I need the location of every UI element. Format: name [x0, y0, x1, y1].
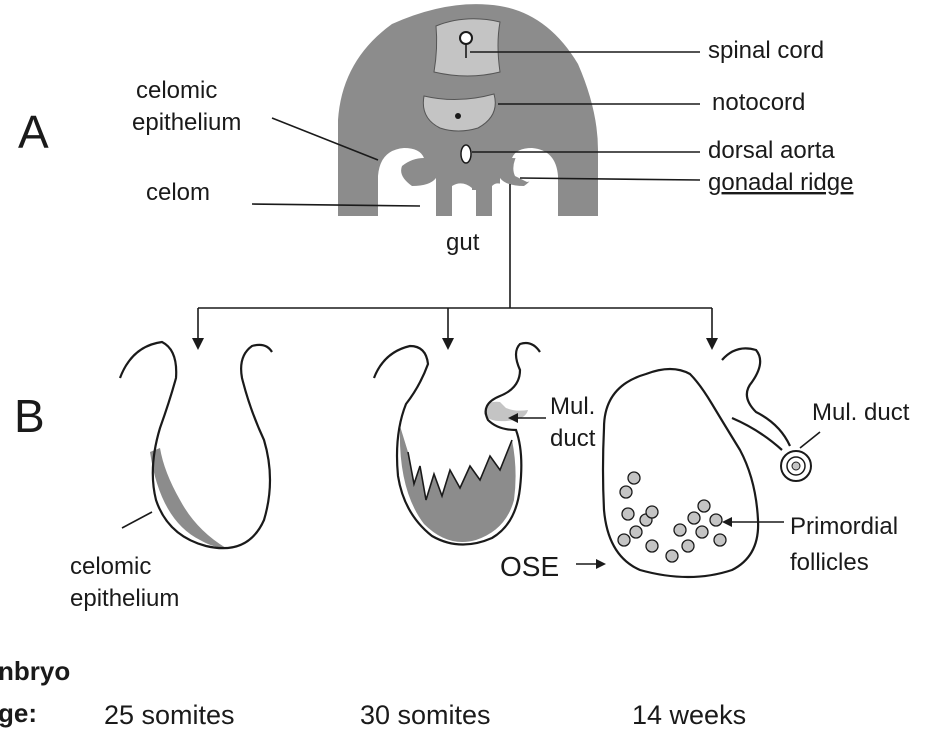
stage-label: ge: — [0, 698, 37, 728]
primordial-line1: Primordial — [790, 513, 898, 540]
mul-duct-1-line2: duct — [550, 425, 596, 452]
cross-section-drawing — [338, 4, 598, 216]
primordial-line2: follicles — [790, 549, 869, 576]
celomic-epithelium-b-leader — [122, 512, 152, 528]
embryo-label: nbryo — [0, 656, 70, 686]
stage-25-somites-label: 25 somites — [104, 700, 235, 730]
stage-14-weeks-label: 14 weeks — [632, 700, 746, 730]
stage-30-somites-label: 30 somites — [360, 700, 491, 730]
mul-duct-1-line1: Mul. — [550, 393, 595, 420]
celomic-epithelium-a-line2: epithelium — [132, 109, 241, 136]
celomic-epithelium-a-line1: celomic — [136, 77, 217, 104]
notocord-label: notocord — [712, 89, 805, 116]
gut-stalk — [452, 190, 476, 216]
panel-a-letter: A — [18, 106, 49, 158]
gut-label: gut — [446, 229, 480, 256]
celomic-epithelium-b-line2: epithelium — [70, 585, 179, 612]
mul-duct-2-leader — [800, 432, 820, 448]
mul-duct-2-label: Mul. duct — [812, 399, 910, 426]
spinal-cord-shape — [434, 19, 500, 76]
celomic-epithelium-b-line1: celomic — [70, 553, 151, 580]
ose-label: OSE — [500, 551, 559, 582]
dorsal-aorta-shape — [461, 145, 471, 163]
stage-30-somites-drawing — [374, 343, 540, 545]
celom-label: celom — [146, 179, 210, 206]
panel-b-letter: B — [14, 390, 45, 442]
spinal-cord-label: spinal cord — [708, 37, 824, 64]
dorsal-aorta-label: dorsal aorta — [708, 137, 835, 164]
stage-14-weeks-drawing — [603, 348, 811, 577]
primordial-follicles — [618, 472, 726, 562]
gonadal-ridge-label: gonadal ridge — [708, 169, 853, 196]
